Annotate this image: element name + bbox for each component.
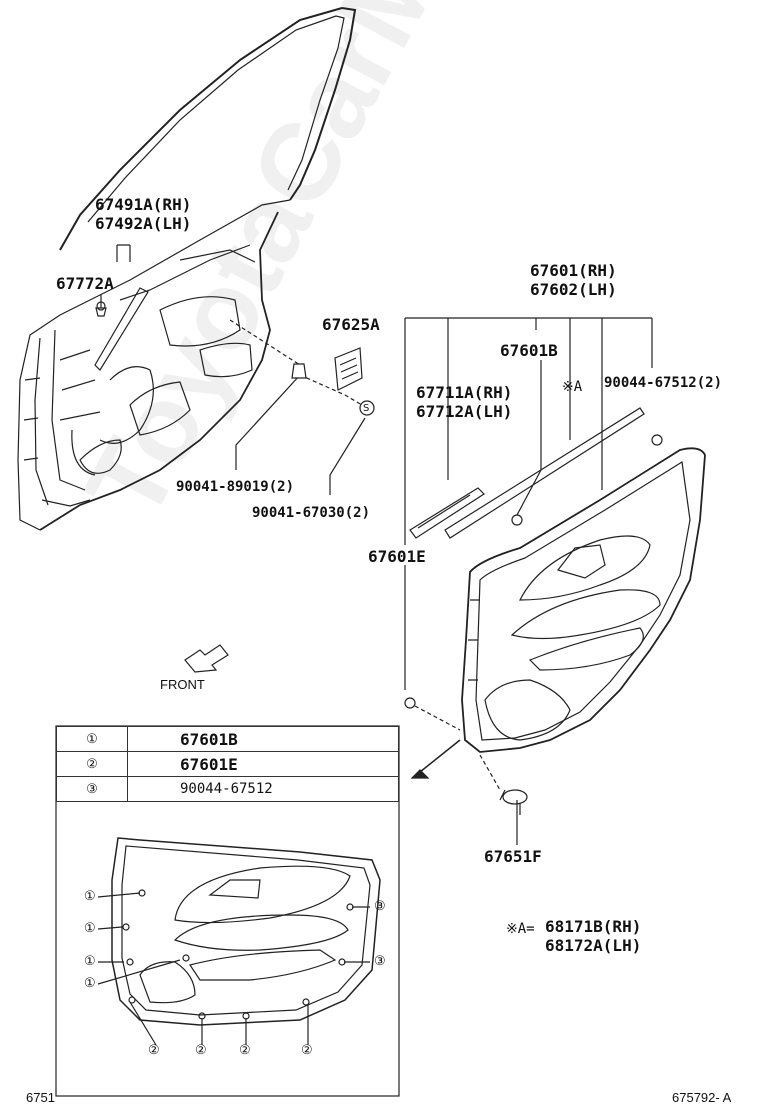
footer-right: 675792- A — [672, 1090, 732, 1105]
callout-3: ③ — [374, 898, 386, 913]
legend-key: ① — [56, 726, 128, 752]
s-marker — [359, 400, 375, 416]
label-67712a: 67712A(LH) — [416, 402, 513, 421]
label-67651f: 67651F — [484, 847, 542, 866]
label-67601: 67601(RH) — [530, 261, 617, 280]
door-trim-panel — [461, 447, 706, 753]
footer-left: 6751 — [26, 1090, 55, 1105]
label-67711a: 67711A(RH) — [416, 383, 513, 402]
legend-value: 90044-67512 — [127, 776, 399, 802]
label-68172a: 68172A(LH) — [545, 936, 642, 955]
s-marker-label: S — [363, 403, 370, 414]
callout-2: ② — [239, 1042, 251, 1057]
label-67772a: 67772A — [56, 274, 114, 293]
label-note-a: ※A — [562, 379, 583, 395]
callout-1: ① — [84, 920, 96, 935]
front-arrow — [184, 644, 229, 673]
label-68171b: 68171B(RH) — [545, 917, 642, 936]
label-67625a: 67625A — [322, 315, 380, 334]
direction-arrow — [419, 739, 461, 773]
clip-90041-89019 — [291, 363, 307, 379]
label-67601e: 67601E — [368, 547, 426, 566]
legend-key: ② — [56, 751, 128, 777]
callout-3: ③ — [374, 953, 386, 968]
label-90041-67030: 90041-67030(2) — [252, 505, 371, 521]
callout-1: ① — [84, 975, 96, 990]
callout-1: ① — [84, 888, 96, 903]
legend-table: ① 67601B ② 67601E ③ 90044-67512 — [56, 726, 399, 802]
detail-trim-panel — [111, 837, 381, 1026]
legend-row: ① 67601B — [56, 726, 399, 752]
legend-row: ② 67601E — [56, 751, 399, 777]
legend-value: 67601E — [127, 751, 399, 777]
label-67492a: 67492A(LH) — [95, 214, 192, 233]
legend-key: ③ — [56, 776, 128, 802]
label-67601b: 67601B — [500, 341, 558, 360]
legend-row: ③ 90044-67512 — [56, 776, 399, 802]
part-67625a — [334, 347, 363, 391]
front-label: FRONT — [160, 677, 205, 692]
clip-67772a — [95, 301, 107, 317]
callout-2: ② — [195, 1042, 207, 1057]
clip-67651f — [499, 789, 528, 815]
label-90044-67512: 90044-67512(2) — [604, 375, 723, 391]
label-note-ref: ※A= — [506, 921, 535, 937]
callout-2: ② — [301, 1042, 313, 1057]
molding-67711a — [409, 487, 485, 539]
legend-value: 67601B — [127, 726, 399, 752]
label-67602: 67602(LH) — [530, 280, 617, 299]
door-frame — [17, 7, 357, 531]
molding-67601b — [444, 407, 645, 539]
callout-1: ① — [84, 953, 96, 968]
callout-2: ② — [148, 1042, 160, 1057]
label-90041-89019: 90041-89019(2) — [176, 479, 295, 495]
label-67491a: 67491A(RH) — [95, 195, 192, 214]
